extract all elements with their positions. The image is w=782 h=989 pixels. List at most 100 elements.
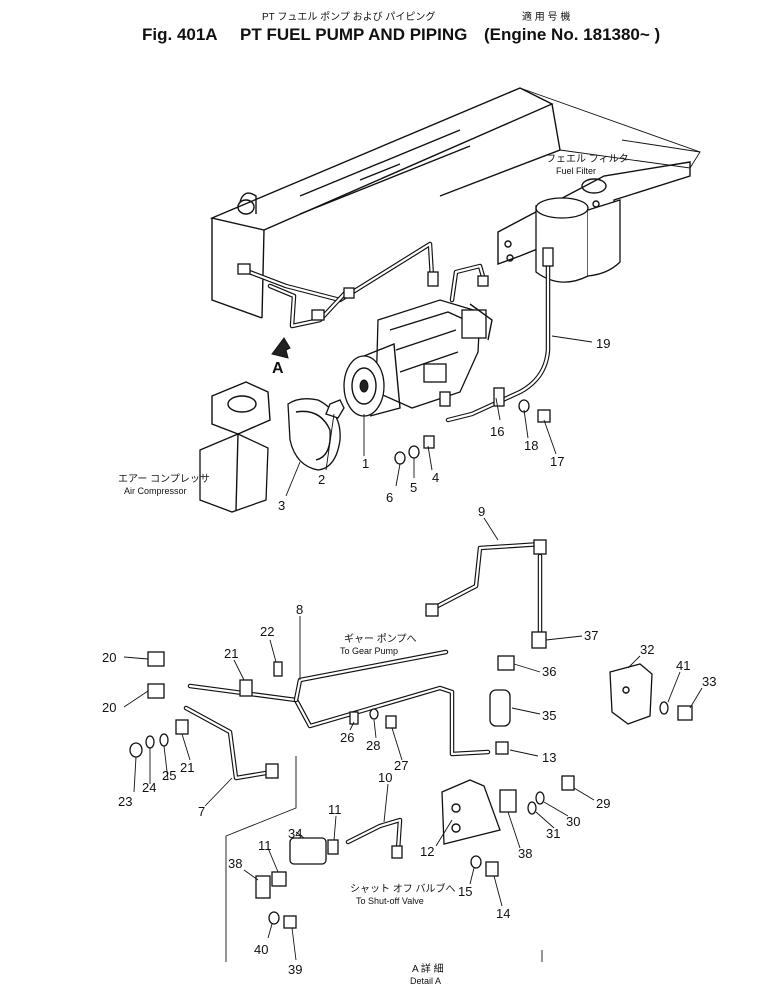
- bolt-29: [561, 775, 575, 791]
- callout-40: 40: [254, 942, 268, 957]
- callout-11-right: 11: [328, 802, 342, 817]
- callout-29: 29: [596, 796, 610, 811]
- callout-20-lower: 20: [102, 700, 116, 715]
- callout-22: 22: [260, 624, 274, 639]
- callout-23: 23: [118, 794, 132, 809]
- callout-32: 32: [640, 642, 654, 657]
- clamp-38-right: [499, 789, 517, 813]
- detail-label: Detail A: [410, 976, 441, 986]
- callout-38-left: 38: [228, 856, 242, 871]
- callout-24: 24: [142, 780, 156, 795]
- upper-piping: [237, 241, 489, 329]
- callout-numbers: 1 2 3 4 5 6 7 8 9 10 11 11 12 13 14 15 1…: [102, 336, 716, 977]
- nut-23: [129, 742, 143, 758]
- bolt-22: [273, 661, 283, 677]
- callout-14: 14: [496, 906, 510, 921]
- callout-25: 25: [162, 768, 176, 783]
- callout-30: 30: [566, 814, 580, 829]
- callout-3: 3: [278, 498, 285, 513]
- callout-20-upper: 20: [102, 650, 116, 665]
- callout-37: 37: [584, 628, 598, 643]
- gear-pump-label-jp: ギャー ポンプへ: [344, 633, 416, 645]
- callout-19: 19: [596, 336, 610, 351]
- elbow-36: [497, 655, 515, 671]
- washer-41: [659, 701, 669, 715]
- gasket-and-coupling: [287, 398, 345, 471]
- washer-28: [369, 708, 379, 720]
- callout-15: 15: [458, 884, 472, 899]
- figure-number: Fig. 401A: [142, 25, 218, 44]
- air-compressor-label-jp: エアー コンプレッサ: [118, 473, 210, 485]
- callout-26: 26: [340, 730, 354, 745]
- callout-31: 31: [546, 826, 560, 841]
- fitting-11-left: [271, 871, 287, 887]
- washer-40: [268, 911, 280, 925]
- callout-34: 34: [288, 826, 302, 841]
- callout-41: 41: [676, 658, 690, 673]
- fuel-filter-label-jp: フェエル フィルタ: [546, 153, 629, 165]
- clamp-21-upper: [239, 679, 253, 697]
- elbow-20-lower: [147, 683, 165, 699]
- check-valve-34: [289, 837, 327, 865]
- washer-30: [535, 791, 545, 805]
- pt-fuel-pump: [343, 299, 493, 417]
- callout-27: 27: [394, 758, 408, 773]
- fuel-pipe-19: [445, 247, 554, 423]
- callout-13: 13: [542, 750, 556, 765]
- callout-38-right: 38: [518, 846, 532, 861]
- callout-10: 10: [378, 770, 392, 785]
- callout-33: 33: [702, 674, 716, 689]
- callout-9: 9: [478, 504, 485, 519]
- fuel-pipe-7: [183, 705, 279, 781]
- callout-5: 5: [410, 480, 417, 495]
- clamp-21-lower: [175, 719, 189, 735]
- bolt-33: [677, 705, 693, 721]
- header-jp-title: PT フュエル ポンプ および パイピング: [262, 10, 435, 23]
- shutoff-label: To Shut-off Valve: [356, 896, 424, 906]
- callout-4: 4: [432, 470, 439, 485]
- washer-31: [527, 801, 537, 815]
- bolt-14: [485, 861, 499, 877]
- check-valve-35: [489, 689, 511, 727]
- view-arrow-a: A: [271, 337, 291, 377]
- shutoff-label-jp: シャット オフ バルブへ: [350, 882, 456, 895]
- tee-37: [531, 631, 547, 649]
- view-marker-a: A: [272, 360, 284, 377]
- engine-applicability: (Engine No. 181380~ ): [484, 25, 660, 44]
- bolt-39: [283, 915, 297, 929]
- page-title: PT FUEL PUMP AND PIPING: [240, 25, 467, 44]
- detail-frame: [225, 756, 297, 962]
- pump-mounting-hardware: [394, 387, 551, 465]
- detail-label-jp: A 詳 細: [412, 962, 444, 975]
- callout-1: 1: [362, 456, 369, 471]
- callout-21-lower: 21: [180, 760, 194, 775]
- clamp-26: [349, 711, 359, 725]
- callout-2: 2: [318, 472, 325, 487]
- fuel-pipe-8: [187, 649, 491, 757]
- gear-pump-label: To Gear Pump: [340, 646, 398, 656]
- bracket-32: [609, 663, 693, 725]
- callout-35: 35: [542, 708, 556, 723]
- callout-12: 12: [420, 844, 434, 859]
- bolt-27: [385, 715, 397, 729]
- fitting-11-right: [327, 839, 339, 855]
- bracket-12: [441, 775, 575, 877]
- fittings: [129, 631, 547, 929]
- callout-18: 18: [524, 438, 538, 453]
- air-compressor: エアー コンプレッサ Air Compressor: [118, 381, 271, 513]
- elbow-20-upper: [147, 651, 165, 667]
- callout-16: 16: [490, 424, 504, 439]
- air-compressor-label: Air Compressor: [124, 486, 187, 496]
- clamp-38-left: [255, 875, 271, 899]
- elbow-13: [495, 741, 509, 755]
- callout-8: 8: [296, 602, 303, 617]
- fuel-pipe-9: ギャー ポンプへ To Gear Pump: [340, 539, 547, 656]
- washer-24: [145, 735, 155, 749]
- callout-7: 7: [198, 804, 205, 819]
- washer-15: [470, 855, 482, 869]
- fuel-pipe-10: シャット オフ バルブへ To Shut-off Valve: [345, 817, 456, 906]
- leader-lines: [123, 335, 703, 961]
- callout-39: 39: [288, 962, 302, 977]
